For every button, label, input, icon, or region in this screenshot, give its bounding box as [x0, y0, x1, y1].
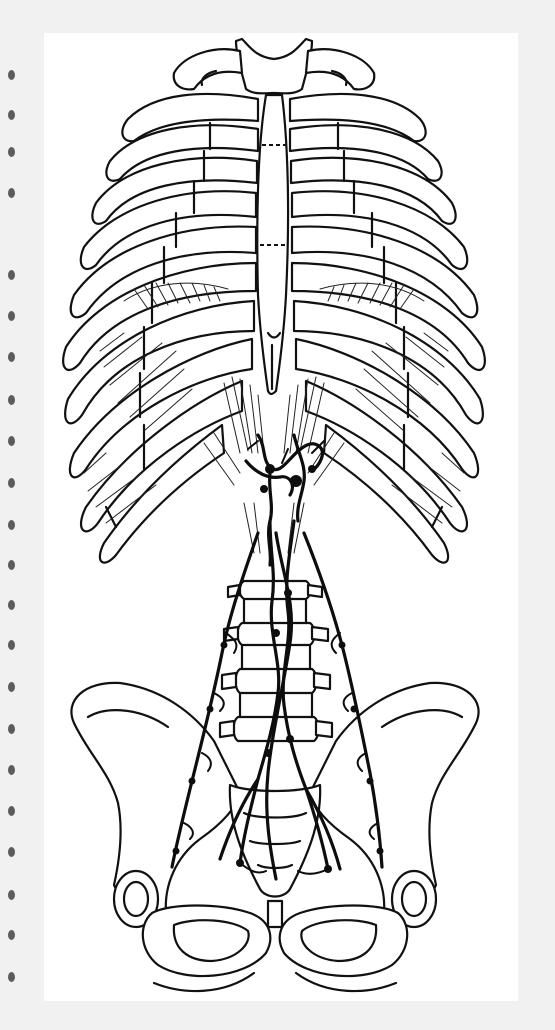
right-obturator-ring — [280, 906, 407, 977]
margin-text-fragment — [8, 972, 15, 982]
margin-text-fragment — [8, 560, 15, 570]
left-ribs — [63, 94, 258, 563]
margin-text-fragment — [8, 600, 15, 610]
margin-text-fragment — [8, 352, 15, 362]
cropped-margin-text — [0, 0, 38, 1030]
left-obturator-ring — [143, 906, 270, 977]
anatomical-illustration — [44, 33, 518, 1001]
margin-text-fragment — [8, 890, 15, 900]
margin-text-fragment — [8, 147, 15, 157]
margin-text-fragment — [8, 436, 15, 446]
margin-text-fragment — [8, 70, 15, 80]
margin-text-fragment — [8, 930, 15, 940]
margin-text-fragment — [8, 640, 15, 650]
manubrium — [236, 39, 312, 93]
margin-text-fragment — [8, 847, 15, 857]
margin-text-fragment — [8, 270, 15, 280]
anatomical-figure-panel — [44, 33, 518, 1001]
first-rib-left — [174, 49, 242, 89]
margin-text-fragment — [8, 765, 15, 775]
pubic-symphysis — [268, 901, 282, 927]
rib-cage — [63, 39, 485, 563]
margin-text-fragment — [8, 188, 15, 198]
margin-text-fragment — [8, 682, 15, 692]
first-rib-right — [306, 49, 374, 89]
margin-text-fragment — [8, 520, 15, 530]
margin-text-fragment — [8, 311, 15, 321]
margin-text-fragment — [8, 395, 15, 405]
margin-text-fragment — [8, 478, 15, 488]
margin-text-fragment — [8, 806, 15, 816]
left-ilium — [71, 683, 240, 914]
right-ribs — [290, 94, 485, 563]
margin-text-fragment — [8, 724, 15, 734]
right-ilium — [310, 683, 479, 914]
margin-text-fragment — [8, 110, 15, 120]
